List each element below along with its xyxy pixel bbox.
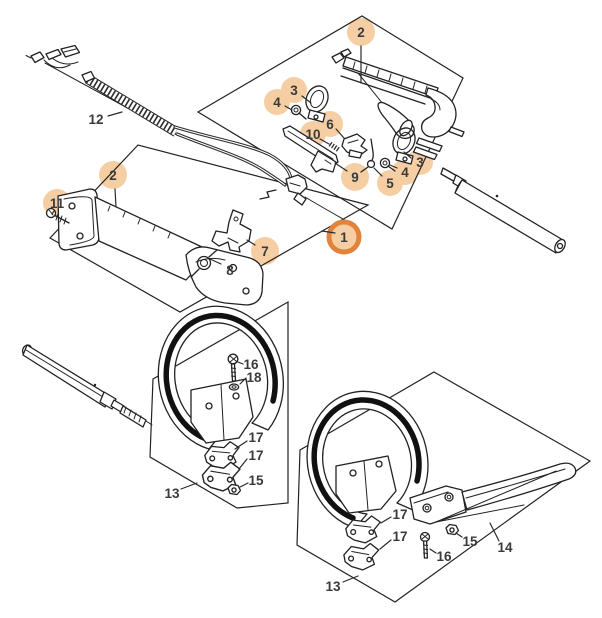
loop-handle-right	[306, 390, 429, 529]
parts-layer	[21, 44, 577, 571]
part-number-5[interactable]: 5	[386, 176, 394, 191]
callout-9-highlight[interactable]	[341, 163, 369, 191]
part-number-16[interactable]: 16	[243, 357, 259, 372]
callout-7-highlight[interactable]	[251, 237, 279, 265]
cable-clamp-left	[305, 85, 329, 123]
lower-handle-housing	[57, 188, 264, 306]
clamp-screw-left	[290, 104, 307, 120]
group-box-upper-housing	[196, 15, 464, 230]
handle-clamp	[201, 461, 241, 492]
part-number-15[interactable]: 15	[462, 534, 478, 549]
part-number-15[interactable]: 15	[248, 473, 264, 488]
handle-clamp	[343, 542, 380, 571]
handle-clamp	[345, 515, 381, 544]
callout-2-highlight[interactable]	[99, 161, 127, 189]
part-number-17[interactable]: 17	[248, 430, 263, 445]
callout-17-leader	[379, 539, 392, 550]
part-number-6[interactable]: 6	[326, 117, 334, 132]
handle-screw-left	[227, 353, 239, 382]
part-number-13[interactable]: 13	[325, 579, 341, 594]
trigger-guard	[185, 246, 264, 306]
part-number-3[interactable]: 3	[290, 83, 298, 98]
callout-3-leader	[403, 151, 412, 159]
callout-2-leader	[114, 188, 117, 208]
part-number-17[interactable]: 17	[248, 448, 263, 463]
throttle-cable	[25, 44, 356, 229]
callout-6-leader	[335, 128, 345, 139]
callout-2-highlight[interactable]	[347, 18, 375, 46]
callout-15-leader	[239, 482, 249, 488]
part-number-2[interactable]: 2	[109, 168, 117, 183]
throttle-rod	[282, 125, 339, 173]
callout-8-leader	[209, 258, 222, 265]
part-number-10[interactable]: 10	[305, 127, 320, 142]
part-number-4[interactable]: 4	[273, 95, 281, 110]
callout-1-leader	[321, 230, 336, 234]
part-number-2[interactable]: 2	[357, 25, 365, 40]
part-number-16[interactable]: 16	[436, 549, 452, 564]
group-box-lower-housing	[49, 144, 370, 313]
callout-4-leader	[284, 105, 293, 111]
part-number-18[interactable]: 18	[246, 370, 262, 385]
cable-hook-wire	[259, 189, 277, 200]
washer	[228, 383, 240, 391]
part-number-11[interactable]: 11	[50, 196, 65, 211]
part-number-9[interactable]: 9	[351, 170, 359, 185]
callout-9-leader	[334, 162, 348, 172]
hex-nut	[227, 483, 242, 496]
callout-5-leader	[373, 167, 383, 177]
clamp-screw-right	[379, 157, 396, 172]
small-spring	[328, 141, 341, 153]
part-number-12[interactable]: 12	[88, 112, 103, 127]
callout-17-leader	[380, 516, 392, 524]
callout-17-leader	[238, 458, 248, 470]
drive-tube-right	[440, 167, 566, 254]
handle-screw-right	[419, 531, 431, 559]
part-number-13[interactable]: 13	[164, 486, 180, 501]
callout-1-ring[interactable]	[326, 219, 362, 255]
callout-15-leader	[455, 532, 463, 538]
loop-handle-left	[157, 305, 284, 450]
callout-12-leader	[107, 111, 123, 117]
callout-11-leader	[51, 210, 55, 215]
throttle-trigger	[211, 209, 252, 253]
callout-7-leader	[246, 239, 256, 246]
callout-leaders-layer	[51, 45, 500, 583]
callout-ring-layer	[326, 219, 362, 255]
callout-17-leader	[234, 440, 248, 450]
trigger-interlock	[341, 133, 368, 159]
callout-10-leader	[319, 138, 330, 145]
trigger-spring	[190, 249, 218, 278]
part-number-7[interactable]: 7	[261, 244, 269, 259]
callout-4-highlight[interactable]	[264, 89, 290, 115]
callout-16-leader	[429, 548, 437, 554]
cable-clamp-right	[392, 127, 416, 165]
part-number-8[interactable]: 8	[226, 263, 234, 278]
callout-13-leader	[180, 482, 198, 490]
callout-18-leader	[239, 377, 247, 385]
callout-13-leader	[342, 575, 359, 583]
part-number-4[interactable]: 4	[401, 165, 409, 180]
part-number-1[interactable]: 1	[340, 230, 348, 245]
support-bar	[409, 462, 577, 525]
callout-3-leader	[301, 95, 312, 104]
torsion-spring	[360, 138, 376, 173]
part-number-17[interactable]: 17	[392, 507, 407, 522]
part-number-17[interactable]: 17	[392, 529, 407, 544]
callout-14-leader	[489, 522, 500, 542]
housing-end-bracket	[420, 87, 457, 138]
callout-4-leader	[389, 164, 398, 169]
part-number-3[interactable]: 3	[416, 155, 424, 170]
part-number-14[interactable]: 14	[497, 540, 513, 555]
upper-handle-housing	[331, 48, 465, 161]
callout-16-leader	[237, 361, 244, 365]
hex-nut	[445, 523, 460, 536]
drive-shaft-left	[21, 344, 153, 428]
